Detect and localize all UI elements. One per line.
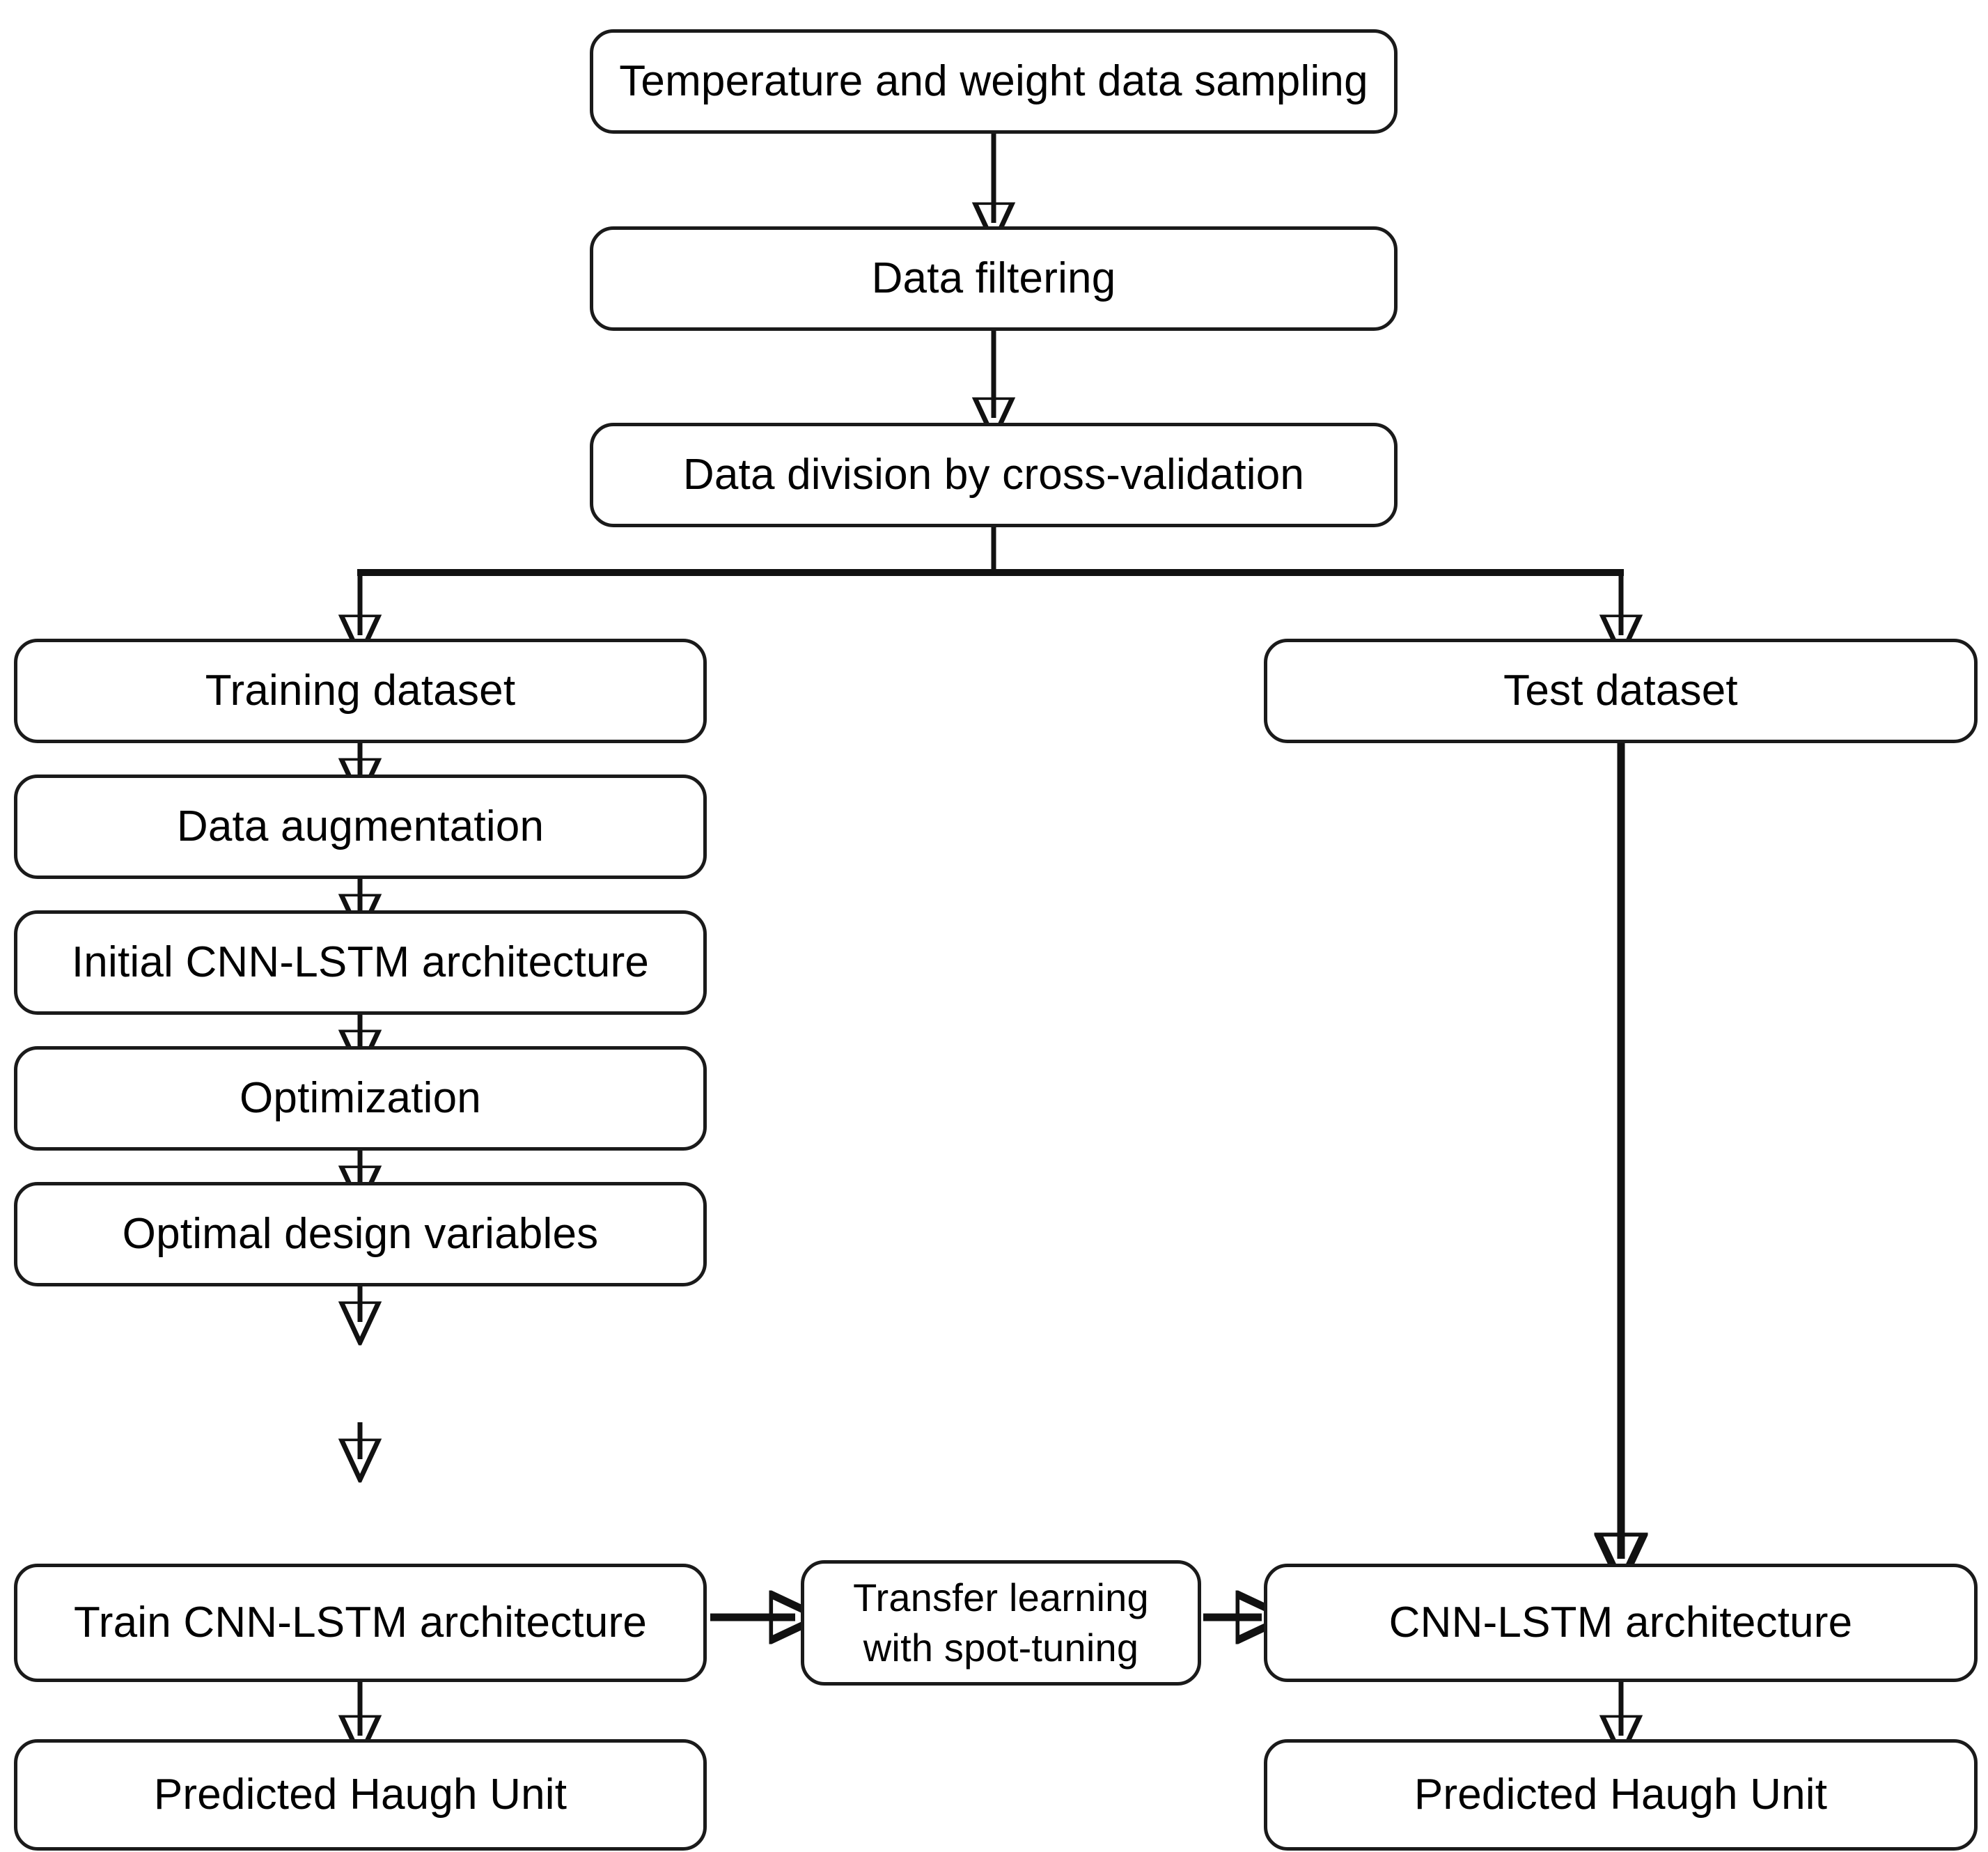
node-label: Optimal design variables — [122, 1210, 599, 1259]
node-data-filtering[interactable]: Data filtering — [590, 226, 1398, 331]
node-label: Data augmentation — [176, 802, 545, 851]
node-label: Train CNN-LSTM architecture — [73, 1598, 648, 1647]
node-label: Initial CNN-LSTM architecture — [71, 938, 650, 987]
node-predicted-haugh-unit-left[interactable]: Predicted Haugh Unit — [14, 1739, 707, 1851]
node-label: Optimization — [240, 1074, 481, 1123]
node-training-dataset[interactable]: Training dataset — [14, 639, 707, 743]
node-test-dataset[interactable]: Test dataset — [1264, 639, 1978, 743]
node-label: Data filtering — [871, 254, 1116, 303]
node-temperature-weight-data-sampling[interactable]: Temperature and weight data sampling — [590, 29, 1398, 134]
node-optimization[interactable]: Optimization — [14, 1046, 707, 1151]
node-train-cnn-lstm-architecture[interactable]: Train CNN-LSTM architecture — [14, 1564, 707, 1682]
node-label: Test dataset — [1503, 667, 1738, 715]
node-cnn-lstm-architecture[interactable]: CNN-LSTM architecture — [1264, 1564, 1978, 1682]
node-data-augmentation[interactable]: Data augmentation — [14, 775, 707, 879]
node-label: CNN-LSTM architecture — [1388, 1598, 1853, 1647]
node-data-division-cross-validation[interactable]: Data division by cross-validation — [590, 423, 1398, 527]
node-label-line-2: with spot-tuning — [863, 1626, 1139, 1670]
node-transfer-learning-spot-tuning[interactable]: Transfer learning with spot-tuning — [801, 1560, 1201, 1686]
node-label: Predicted Haugh Unit — [1414, 1771, 1828, 1819]
node-optimal-design-variables[interactable]: Optimal design variables — [14, 1182, 707, 1286]
node-label: Predicted Haugh Unit — [153, 1771, 568, 1819]
node-label: Data division by cross-validation — [682, 451, 1305, 499]
node-predicted-haugh-unit-right[interactable]: Predicted Haugh Unit — [1264, 1739, 1978, 1851]
node-initial-cnn-lstm-architecture[interactable]: Initial CNN-LSTM architecture — [14, 910, 707, 1015]
node-label-line-1: Transfer learning — [853, 1575, 1149, 1619]
node-label: Temperature and weight data sampling — [619, 57, 1368, 106]
node-label: Training dataset — [205, 667, 516, 715]
